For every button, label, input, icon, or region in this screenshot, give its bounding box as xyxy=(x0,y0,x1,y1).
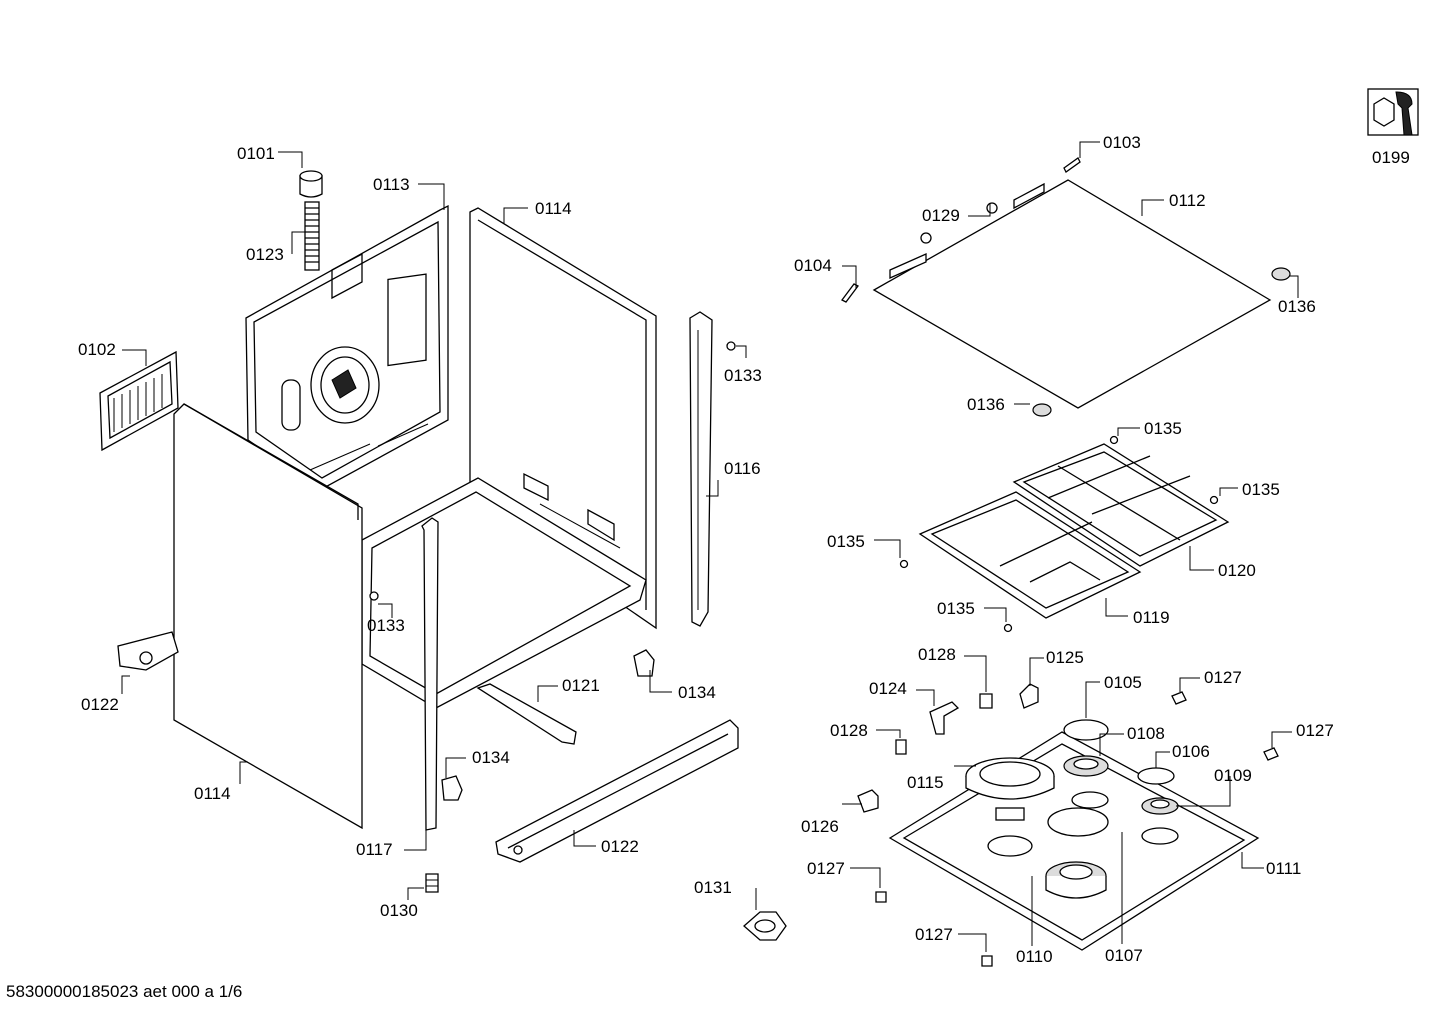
label-0127-d: 0127 xyxy=(915,925,953,944)
part-0127-bracket-c xyxy=(875,891,887,903)
label-0130: 0130 xyxy=(380,901,418,920)
label-0124: 0124 xyxy=(869,679,907,698)
label-0135-d: 0135 xyxy=(937,599,975,618)
label-0108: 0108 xyxy=(1127,724,1165,743)
label-0134-upper: 0134 xyxy=(678,683,716,702)
part-0135-foot-b xyxy=(1209,495,1219,505)
label-0110: 0110 xyxy=(1016,947,1053,966)
part-0127-bracket-a xyxy=(1171,691,1187,705)
label-0105: 0105 xyxy=(1104,673,1142,692)
part-0116-rear-strip xyxy=(689,311,713,627)
label-0121: 0121 xyxy=(562,676,600,695)
label-0135-c: 0135 xyxy=(827,532,865,551)
part-0121-rail xyxy=(476,683,577,745)
part-0102-grille xyxy=(99,350,179,452)
label-0122-left: 0122 xyxy=(81,695,119,714)
part-0130-foot xyxy=(425,873,439,893)
part-0119-pan-support xyxy=(918,491,1142,619)
part-0112-cover-lid xyxy=(872,179,1272,409)
label-0111: 0111 xyxy=(1266,859,1302,878)
label-0135-a: 0135 xyxy=(1144,419,1182,438)
part-0107-burner-cap xyxy=(1047,807,1109,837)
part-0109-burner xyxy=(1141,797,1179,815)
part-0108-burner xyxy=(1063,755,1109,777)
label-0128-lower: 0128 xyxy=(830,721,868,740)
part-0122-bracket-left xyxy=(117,631,179,671)
part-0124-clip xyxy=(929,701,960,735)
label-0126: 0126 xyxy=(801,817,839,836)
label-0128-upper: 0128 xyxy=(918,645,956,664)
part-0103-hinge-pin xyxy=(1063,157,1081,173)
part-0136-buffer-a xyxy=(1271,267,1291,281)
label-0112: 0112 xyxy=(1169,191,1206,210)
part-0126-clip xyxy=(857,789,879,813)
label-0104: 0104 xyxy=(794,256,832,275)
label-0127-c: 0127 xyxy=(807,859,845,878)
leader-lines xyxy=(121,141,1299,952)
label-0122-bottom: 0122 xyxy=(601,837,639,856)
label-0116: 0116 xyxy=(724,459,761,478)
part-0123-hose xyxy=(304,201,320,271)
label-0114-lower: 0114 xyxy=(194,784,231,803)
label-0136-left: 0136 xyxy=(967,395,1005,414)
part-0127-bracket-d xyxy=(981,955,993,967)
label-0114-upper: 0114 xyxy=(535,199,572,218)
label-0129: 0129 xyxy=(922,206,960,225)
label-0102: 0102 xyxy=(78,340,116,359)
part-0110-burner xyxy=(1045,861,1107,899)
part-0134-clip-b xyxy=(441,775,463,801)
part-0131-seal xyxy=(743,911,787,941)
part-0114-side-panel-left xyxy=(173,403,363,830)
label-0136-right: 0136 xyxy=(1278,297,1316,316)
part-0113-back-panel xyxy=(245,204,449,491)
label-0134-lower: 0134 xyxy=(472,748,510,767)
part-0101-cap xyxy=(299,170,323,198)
part-0136-buffer-b xyxy=(1032,403,1052,417)
part-0122-bracket-bottom xyxy=(495,719,739,863)
part-0117-front-strip xyxy=(421,517,439,831)
part-0134-clip-a xyxy=(633,649,655,677)
part-0127-bracket-b xyxy=(1263,747,1279,761)
label-0115: 0115 xyxy=(907,773,944,792)
part-0135-foot-c xyxy=(899,559,909,569)
part-0133-bushing-b xyxy=(369,591,379,601)
wrench-icon xyxy=(1367,88,1419,136)
label-0103: 0103 xyxy=(1103,133,1141,152)
part-0104-hinge-pin xyxy=(841,283,859,303)
label-0199: 0199 xyxy=(1372,148,1410,167)
part-0128-clip-a xyxy=(979,693,993,709)
label-0125: 0125 xyxy=(1046,648,1084,667)
label-0106: 0106 xyxy=(1172,742,1210,761)
label-0123: 0123 xyxy=(246,245,284,264)
label-0131: 0131 xyxy=(694,878,732,897)
part-0135-foot-d xyxy=(1003,623,1013,633)
label-0117: 0117 xyxy=(356,840,393,859)
label-0135-b: 0135 xyxy=(1242,480,1280,499)
label-0113: 0113 xyxy=(373,175,410,194)
part-0115-hotplate xyxy=(965,757,1055,821)
part-0125-clip xyxy=(1019,683,1039,709)
part-0133-bushing-a xyxy=(726,341,736,351)
label-0133-upper: 0133 xyxy=(724,366,762,385)
label-0119: 0119 xyxy=(1133,608,1170,627)
part-0129-knob xyxy=(986,202,998,214)
document-footer: 58300000185023 aet 000 a 1/6 xyxy=(6,982,243,1001)
part-0105-burner-cap xyxy=(1063,719,1109,741)
label-0101: 0101 xyxy=(237,144,275,163)
label-0107: 0107 xyxy=(1105,946,1143,965)
label-0133-lower: 0133 xyxy=(367,616,405,635)
part-0128-clip-b xyxy=(895,739,907,755)
label-0127-a: 0127 xyxy=(1204,668,1242,687)
label-0120: 0120 xyxy=(1218,561,1256,580)
part-0129-knob-b xyxy=(920,232,932,244)
label-0109: 0109 xyxy=(1214,766,1252,785)
label-0127-b: 0127 xyxy=(1296,721,1334,740)
part-0120-pan-support xyxy=(1012,443,1230,567)
part-0106-burner-cap xyxy=(1137,767,1175,785)
part-0135-foot-a xyxy=(1109,435,1119,445)
